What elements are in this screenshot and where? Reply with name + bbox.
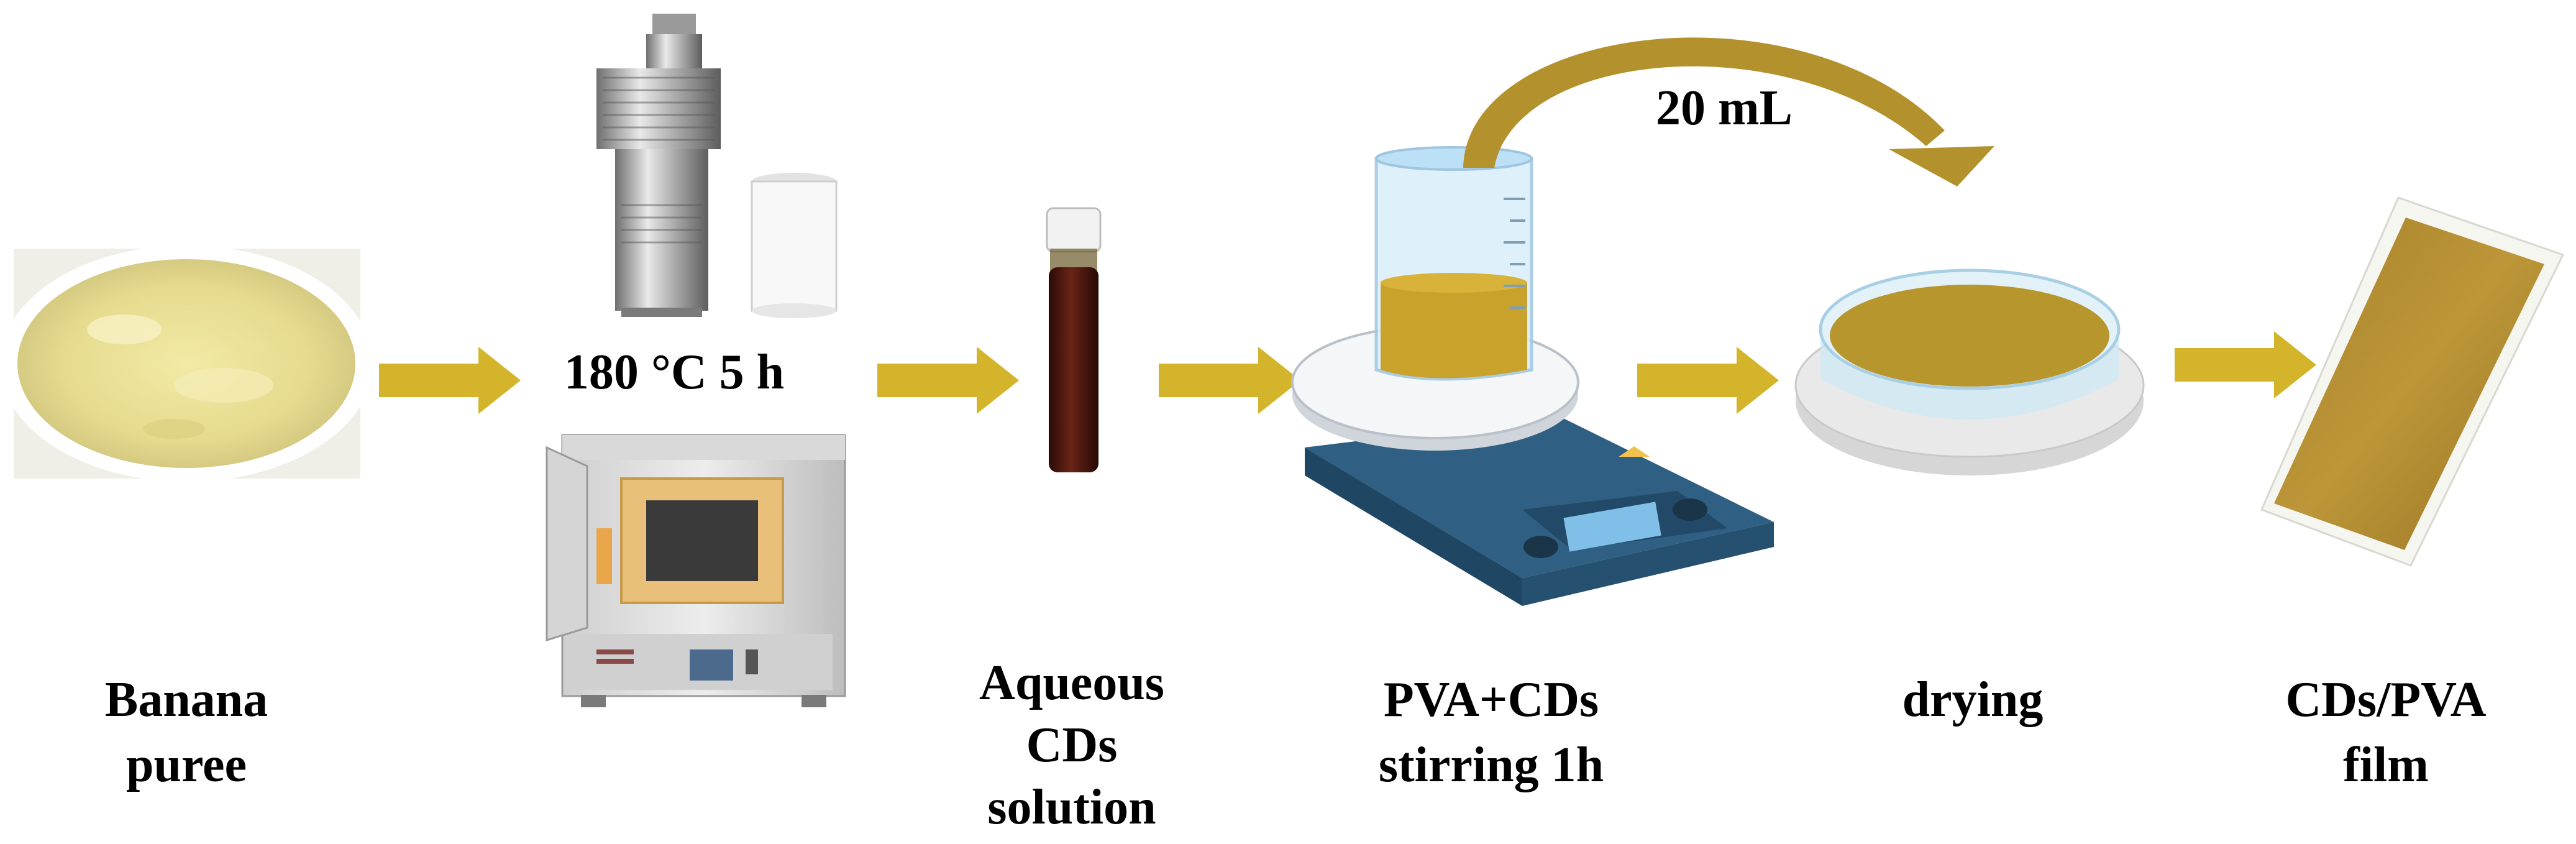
transfer-arrow — [1463, 37, 1994, 186]
cds-label-line1: Aqueous — [979, 656, 1164, 710]
label-aqueous-cds: Aqueous CDs solution — [979, 656, 1164, 835]
film-label-line2: film — [2343, 738, 2429, 792]
muffle-furnace-image — [546, 434, 846, 707]
banana-label-line2: puree — [126, 738, 247, 792]
label-banana-puree: Banana puree — [105, 672, 268, 792]
cds-label-line3: solution — [987, 780, 1156, 835]
stirring-label-line1: PVA+CDs — [1384, 672, 1599, 727]
heating-condition-label: 180 °C 5 h — [564, 345, 784, 400]
label-pva-stirring: PVA+CDs stirring 1h — [1379, 672, 1604, 792]
autoclave-reactor-image — [596, 14, 721, 317]
cds-pva-film-image — [2260, 196, 2565, 567]
arrow-5 — [2175, 331, 2316, 398]
cds-vial-image — [1046, 207, 1102, 472]
drying-label: drying — [1902, 672, 2044, 727]
beaker-image — [1374, 146, 1533, 381]
stirring-label-line2: stirring 1h — [1379, 738, 1604, 792]
ptfe-liner-image — [751, 173, 838, 318]
cds-label-line2: CDs — [1026, 718, 1118, 773]
label-cds-pva-film: CDs/PVA film — [2285, 672, 2486, 792]
film-label-line1: CDs/PVA — [2285, 672, 2486, 727]
magnetic-stirrer-image — [1291, 325, 1774, 606]
arrow-2 — [877, 347, 1019, 414]
transfer-volume-label: 20 mL — [1656, 81, 1793, 135]
arrow-3 — [1159, 347, 1300, 414]
petri-dish-image — [1794, 268, 2145, 475]
banana-puree-image — [0, 245, 373, 482]
arrow-1 — [379, 347, 521, 414]
banana-label-line1: Banana — [105, 672, 268, 727]
arrow-4 — [1637, 347, 1779, 414]
